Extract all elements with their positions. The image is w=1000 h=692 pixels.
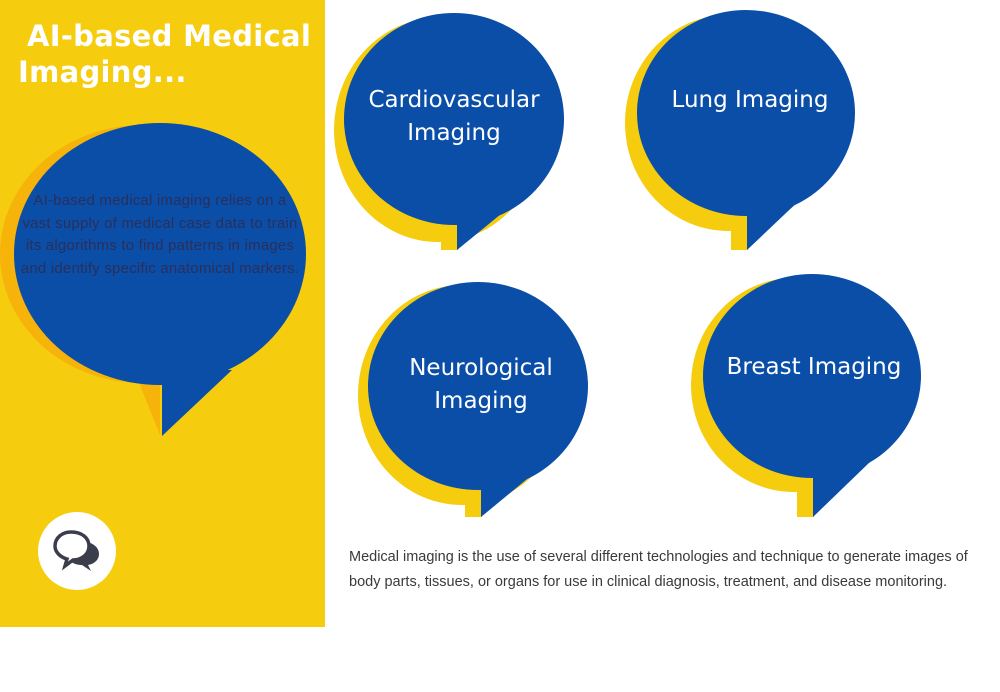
caption-text: Medical imaging is the use of several di… <box>349 549 968 590</box>
title-line-1: AI-based Medical <box>27 19 312 53</box>
sidebar-description: AI-based medical imaging relies on a vas… <box>20 192 300 277</box>
bubble-label-neurological: Neurological Imaging <box>409 355 553 414</box>
bubble-label-cardiovascular: Cardiovascular Imaging <box>368 87 540 146</box>
chat-bubbles-icon <box>53 530 99 571</box>
title-line-2: Imaging... <box>18 55 187 89</box>
neurological-bubble-shape <box>358 282 588 517</box>
sidebar-speech-bubble <box>0 123 306 436</box>
page-title: AI-based Medical Imaging... <box>18 18 318 90</box>
bubble-label-lung: Lung Imaging <box>671 86 829 113</box>
cardiovascular-bubble-shape <box>334 13 564 250</box>
lung-bubble-shape <box>625 10 855 250</box>
chat-button[interactable] <box>38 512 116 590</box>
bubble-label-breast: Breast Imaging <box>726 353 902 380</box>
breast-bubble-shape <box>691 274 921 517</box>
